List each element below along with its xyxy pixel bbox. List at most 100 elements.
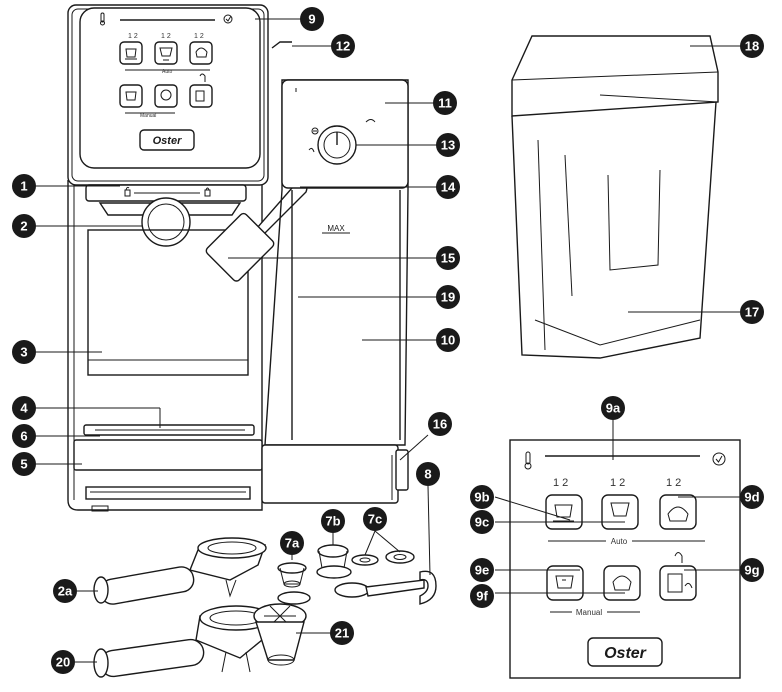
machine-logo-text: Oster: [153, 135, 182, 147]
detail-counter-2: 1 2: [610, 477, 625, 489]
callout-18: 18: [740, 34, 764, 58]
panel-auto-label: Auto: [162, 69, 173, 75]
brew-group-head: [141, 197, 191, 247]
drip-tray: [73, 439, 263, 471]
callout-16: 16: [428, 412, 452, 436]
svg-text:14: 14: [441, 180, 456, 195]
svg-text:9e: 9e: [475, 563, 489, 578]
callout-12: 12: [331, 34, 355, 58]
callout-9g: 9g: [740, 558, 764, 582]
control-panel-detail: 1 2 1 2 1 2 Auto Manual Oster: [509, 439, 741, 679]
callout-5: 5: [12, 452, 36, 476]
svg-text:7b: 7b: [325, 514, 340, 529]
svg-text:7c: 7c: [368, 512, 382, 527]
callout-13: 13: [436, 133, 460, 157]
detail-counter-1: 1 2: [553, 477, 568, 489]
svg-text:9g: 9g: [744, 563, 759, 578]
callout-9e: 9e: [470, 558, 494, 582]
detail-logo-text: Oster: [604, 645, 647, 662]
filter-basket-double: [316, 544, 352, 579]
svg-text:19: 19: [441, 290, 455, 305]
svg-text:9d: 9d: [744, 490, 759, 505]
unlock-icon: [124, 186, 131, 197]
callout-7c: 7c: [363, 507, 387, 531]
callout-9b: 9b: [470, 485, 494, 509]
svg-text:1: 1: [20, 179, 27, 194]
callout-8: 8: [416, 462, 440, 486]
svg-text:13: 13: [441, 138, 455, 153]
manual-label: Manual: [576, 608, 602, 617]
panel-single-cup-button[interactable]: [119, 41, 143, 65]
callout-19: 19: [436, 285, 460, 309]
callout-7a: 7a: [280, 531, 304, 555]
callout-10: 10: [436, 328, 460, 352]
svg-text:7a: 7a: [285, 536, 300, 551]
capsule-adapters: [351, 550, 415, 566]
accessories: [93, 485, 437, 678]
callout-4: 4: [12, 396, 36, 420]
svg-text:9c: 9c: [475, 515, 489, 530]
callout-9: 9: [300, 7, 324, 31]
check-circle-icon: [223, 14, 233, 24]
panel-clean-button[interactable]: [189, 84, 213, 108]
svg-text:12: 12: [336, 39, 350, 54]
svg-text:8: 8: [424, 467, 431, 482]
lock-icon: [204, 187, 211, 197]
cappuccino-button[interactable]: [659, 494, 697, 530]
panel-manual-milk-button[interactable]: [154, 84, 178, 108]
hand-icon: [674, 552, 683, 563]
measuring-scoop: [334, 485, 437, 605]
manual-espresso-icon: [555, 575, 574, 589]
water-tank-detached: [511, 35, 719, 359]
callout-1: 1: [12, 174, 36, 198]
filter-basket-single: [277, 562, 311, 605]
callout-9d: 9d: [740, 485, 764, 509]
callout-21: 21: [330, 621, 354, 645]
panel-cappuccino-button[interactable]: [189, 41, 213, 65]
svg-text:4: 4: [20, 401, 28, 416]
drip-tray-front: [85, 486, 251, 500]
callout-9c: 9c: [470, 510, 494, 534]
svg-text:9: 9: [308, 12, 315, 27]
svg-text:11: 11: [438, 96, 452, 111]
thermometer-icon: [524, 451, 532, 470]
callout-2a: 2a: [53, 579, 77, 603]
svg-text:5: 5: [20, 457, 27, 472]
svg-text:9a: 9a: [606, 401, 621, 416]
manual-espresso-button[interactable]: [546, 565, 584, 601]
single-cup-button[interactable]: [545, 494, 583, 530]
callout-6: 6: [12, 424, 36, 448]
callout-14: 14: [436, 175, 460, 199]
steam-wand-tip: [205, 212, 275, 282]
svg-text:2a: 2a: [58, 584, 73, 599]
espresso-machine: 1 2 1 2 1 2 Auto Manual Oster: [67, 4, 409, 512]
clean-descale-button[interactable]: [659, 565, 697, 601]
clean-descale-icon: [667, 573, 693, 593]
manual-milk-icon: [612, 575, 632, 591]
svg-text:21: 21: [335, 626, 349, 641]
svg-text:9b: 9b: [474, 490, 489, 505]
single-cup-icon: [553, 504, 574, 522]
portafilter-single: [93, 537, 267, 605]
svg-text:2: 2: [20, 219, 27, 234]
machine-base: [261, 444, 399, 504]
portafilter-double: [93, 605, 273, 678]
detail-logo-badge: [587, 637, 663, 667]
panel-counter-3: 1 2: [194, 33, 204, 40]
machine-logo-badge: [139, 129, 195, 151]
svg-text:18: 18: [745, 39, 759, 54]
auto-label: Auto: [611, 537, 628, 546]
callout-17: 17: [740, 300, 764, 324]
power-switch[interactable]: [395, 449, 409, 491]
panel-tall-glass-button[interactable]: [154, 41, 178, 65]
tall-glass-button[interactable]: [601, 494, 639, 530]
panel-manual-espresso-button[interactable]: [119, 84, 143, 108]
leader-lines: [36, 18, 742, 663]
cappuccino-icon: [667, 506, 689, 522]
callout-9a: 9a: [601, 396, 625, 420]
svg-text:3: 3: [20, 345, 27, 360]
svg-text:17: 17: [745, 305, 759, 320]
manual-milk-button[interactable]: [603, 565, 641, 601]
